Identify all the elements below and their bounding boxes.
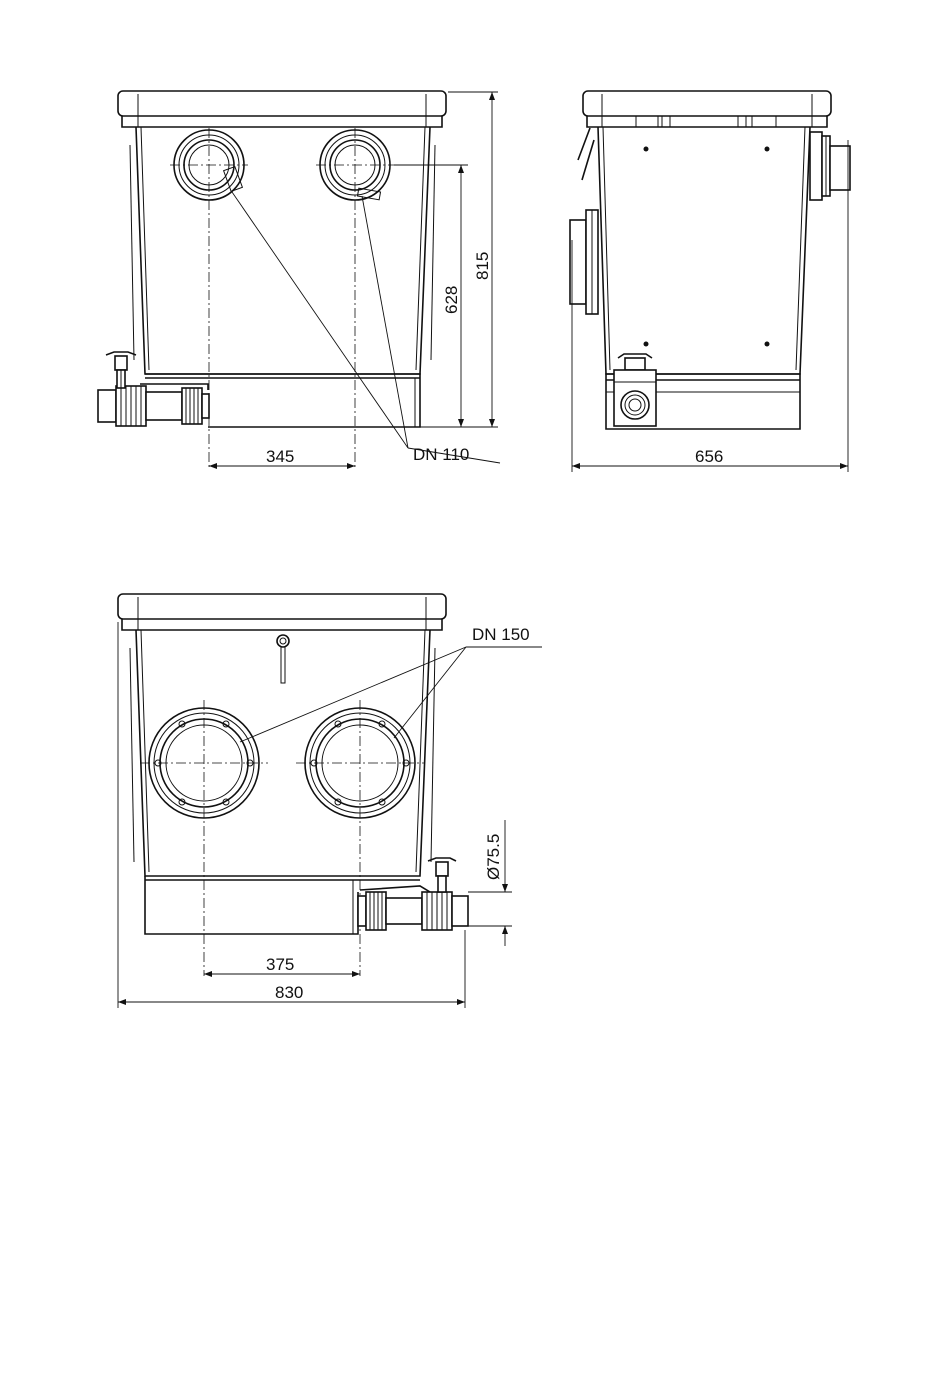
tank-body — [136, 127, 430, 374]
dim-628: 628 — [442, 286, 461, 314]
side-lid — [583, 91, 831, 116]
label-dn150: DN 150 — [472, 625, 530, 644]
dim-diameter-75-5: Ø75.5 — [484, 834, 503, 880]
dim-830: 830 — [275, 983, 303, 1002]
dim-815: 815 — [473, 252, 492, 280]
front-view-dn150: DN 150 375 830 Ø75.5 — [118, 594, 542, 1008]
valve-handle-left — [106, 352, 136, 388]
vent-hook — [277, 635, 289, 683]
lid-top-large — [118, 594, 446, 619]
tank-base-large — [145, 876, 358, 934]
dim-375: 375 — [266, 955, 294, 974]
lid-top — [118, 91, 446, 116]
outlet-pipe-right — [358, 886, 468, 930]
lid-rim — [122, 116, 442, 127]
dim-345: 345 — [266, 447, 294, 466]
side-valve — [614, 354, 656, 426]
front-view-dn110: DN 110 345 628 815 — [98, 91, 500, 469]
side-right-fitting — [810, 132, 850, 200]
dim-656: 656 — [695, 447, 723, 466]
side-left-fitting — [570, 128, 598, 314]
valve-handle-right — [428, 858, 456, 892]
outlet-pipe-left — [98, 384, 209, 426]
tank-body-large — [136, 630, 430, 876]
side-body — [598, 127, 810, 374]
label-dn110: DN 110 — [413, 445, 469, 464]
side-view: 656 — [570, 91, 850, 472]
